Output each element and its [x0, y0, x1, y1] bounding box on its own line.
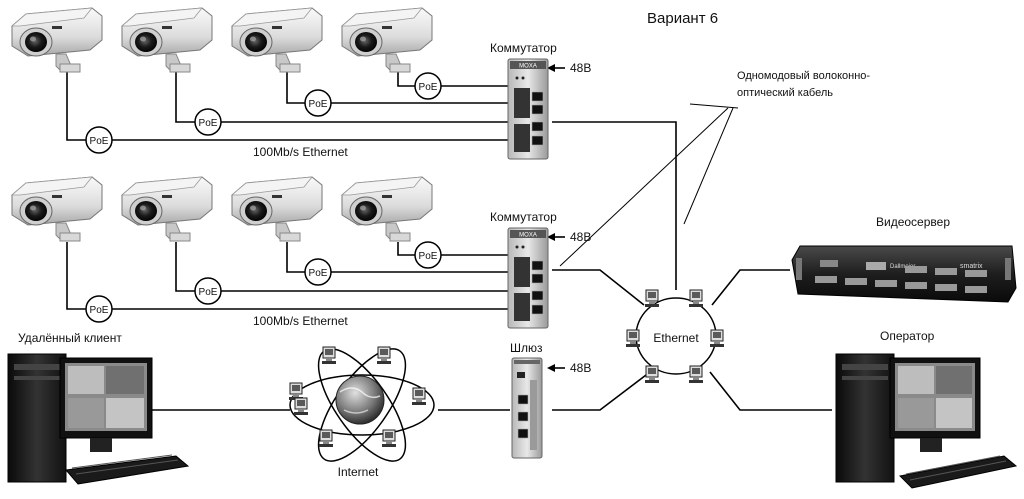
internet-label: Internet — [338, 465, 379, 479]
fiber-cable-label-line-2: оптический кабель — [737, 87, 833, 99]
poe-badge: PoE — [194, 277, 222, 305]
computer-node-icon — [376, 346, 392, 365]
computer-node-icon — [318, 429, 334, 448]
svg-text:PoE: PoE — [309, 99, 328, 110]
video-server-label: Видеосервер — [876, 215, 950, 229]
computer-node-icon — [411, 387, 427, 406]
page-title: Вариант 6 — [647, 10, 718, 27]
svg-text:MOXA: MOXA — [519, 64, 537, 70]
connection-lines — [66, 67, 832, 411]
ethernet-label-row-1: 100Mb/s Ethernet — [253, 145, 348, 159]
computer-node-icon — [288, 382, 304, 401]
computer-node-icon — [709, 329, 725, 348]
camera-row-1 — [11, 7, 433, 73]
poe-badge: PoE — [414, 72, 442, 100]
switch-1-voltage: 48В — [570, 61, 591, 75]
gateway-icon — [511, 357, 543, 459]
switch-1-label: Коммутатор — [490, 41, 557, 55]
camera-icon — [231, 176, 323, 242]
poe-badge: PoE — [85, 126, 113, 154]
svg-text:Dallmeier: Dallmeier — [890, 264, 915, 270]
switch-2-icon: MOXA — [507, 227, 549, 329]
svg-text:PoE: PoE — [90, 136, 109, 147]
poe-badge: PoE — [414, 241, 442, 269]
gateway-voltage: 48В — [570, 361, 591, 375]
svg-text:PoE: PoE — [419, 251, 438, 262]
svg-text:smatrix: smatrix — [960, 263, 983, 270]
camera-icon — [11, 176, 103, 242]
poe-badge: PoE — [304, 258, 332, 286]
gateway-label: Шлюз — [510, 341, 543, 355]
svg-text:PoE: PoE — [419, 82, 438, 93]
camera-icon — [341, 7, 433, 73]
camera-icon — [121, 7, 213, 73]
computer-node-icon — [381, 429, 397, 448]
video-server-icon: Dallmeier smatrix — [791, 245, 1017, 303]
svg-text:MOXA: MOXA — [519, 233, 537, 239]
camera-icon — [121, 176, 213, 242]
svg-text:PoE: PoE — [309, 268, 328, 279]
switch-2-label: Коммутатор — [490, 210, 557, 224]
globe-icon — [335, 375, 385, 425]
remote-client-label: Удалённый клиент — [18, 331, 122, 345]
poe-badge: PoE — [304, 89, 332, 117]
computer-node-icon — [293, 397, 309, 416]
remote-client-computer-icon — [7, 353, 190, 485]
camera-row-2 — [11, 176, 433, 242]
svg-text:PoE: PoE — [199, 287, 218, 298]
operator-label: Оператор — [880, 329, 935, 343]
internet-globe — [288, 346, 435, 462]
fiber-cable-label-line-1: Одномодовый волоконно- — [737, 70, 870, 82]
switch-2-voltage: 48В — [570, 230, 591, 244]
poe-badge: PoE — [85, 295, 113, 323]
arrow-heads — [547, 64, 555, 372]
svg-text:PoE: PoE — [199, 118, 218, 129]
camera-icon — [341, 176, 433, 242]
svg-text:Ethernet: Ethernet — [653, 331, 699, 345]
computer-node-icon — [625, 329, 641, 348]
camera-icon — [11, 7, 103, 73]
computer-node-icon — [688, 289, 704, 308]
camera-icon — [231, 7, 323, 73]
computer-node-icon — [644, 365, 660, 384]
fiber-pointer-lines — [559, 103, 739, 267]
computer-node-icon — [644, 289, 660, 308]
computer-node-icon — [688, 365, 704, 384]
switch-1-icon: MOXA — [507, 58, 549, 160]
computer-node-icon — [321, 346, 337, 365]
operator-computer-icon — [835, 353, 1018, 489]
poe-badge: PoE — [194, 108, 222, 136]
ethernet-ring: Ethernet — [625, 289, 725, 384]
poe-injectors: PoE PoE PoE PoE PoE PoE PoE PoE — [85, 72, 442, 323]
ethernet-label-row-2: 100Mb/s Ethernet — [253, 314, 348, 328]
svg-text:PoE: PoE — [90, 305, 109, 316]
